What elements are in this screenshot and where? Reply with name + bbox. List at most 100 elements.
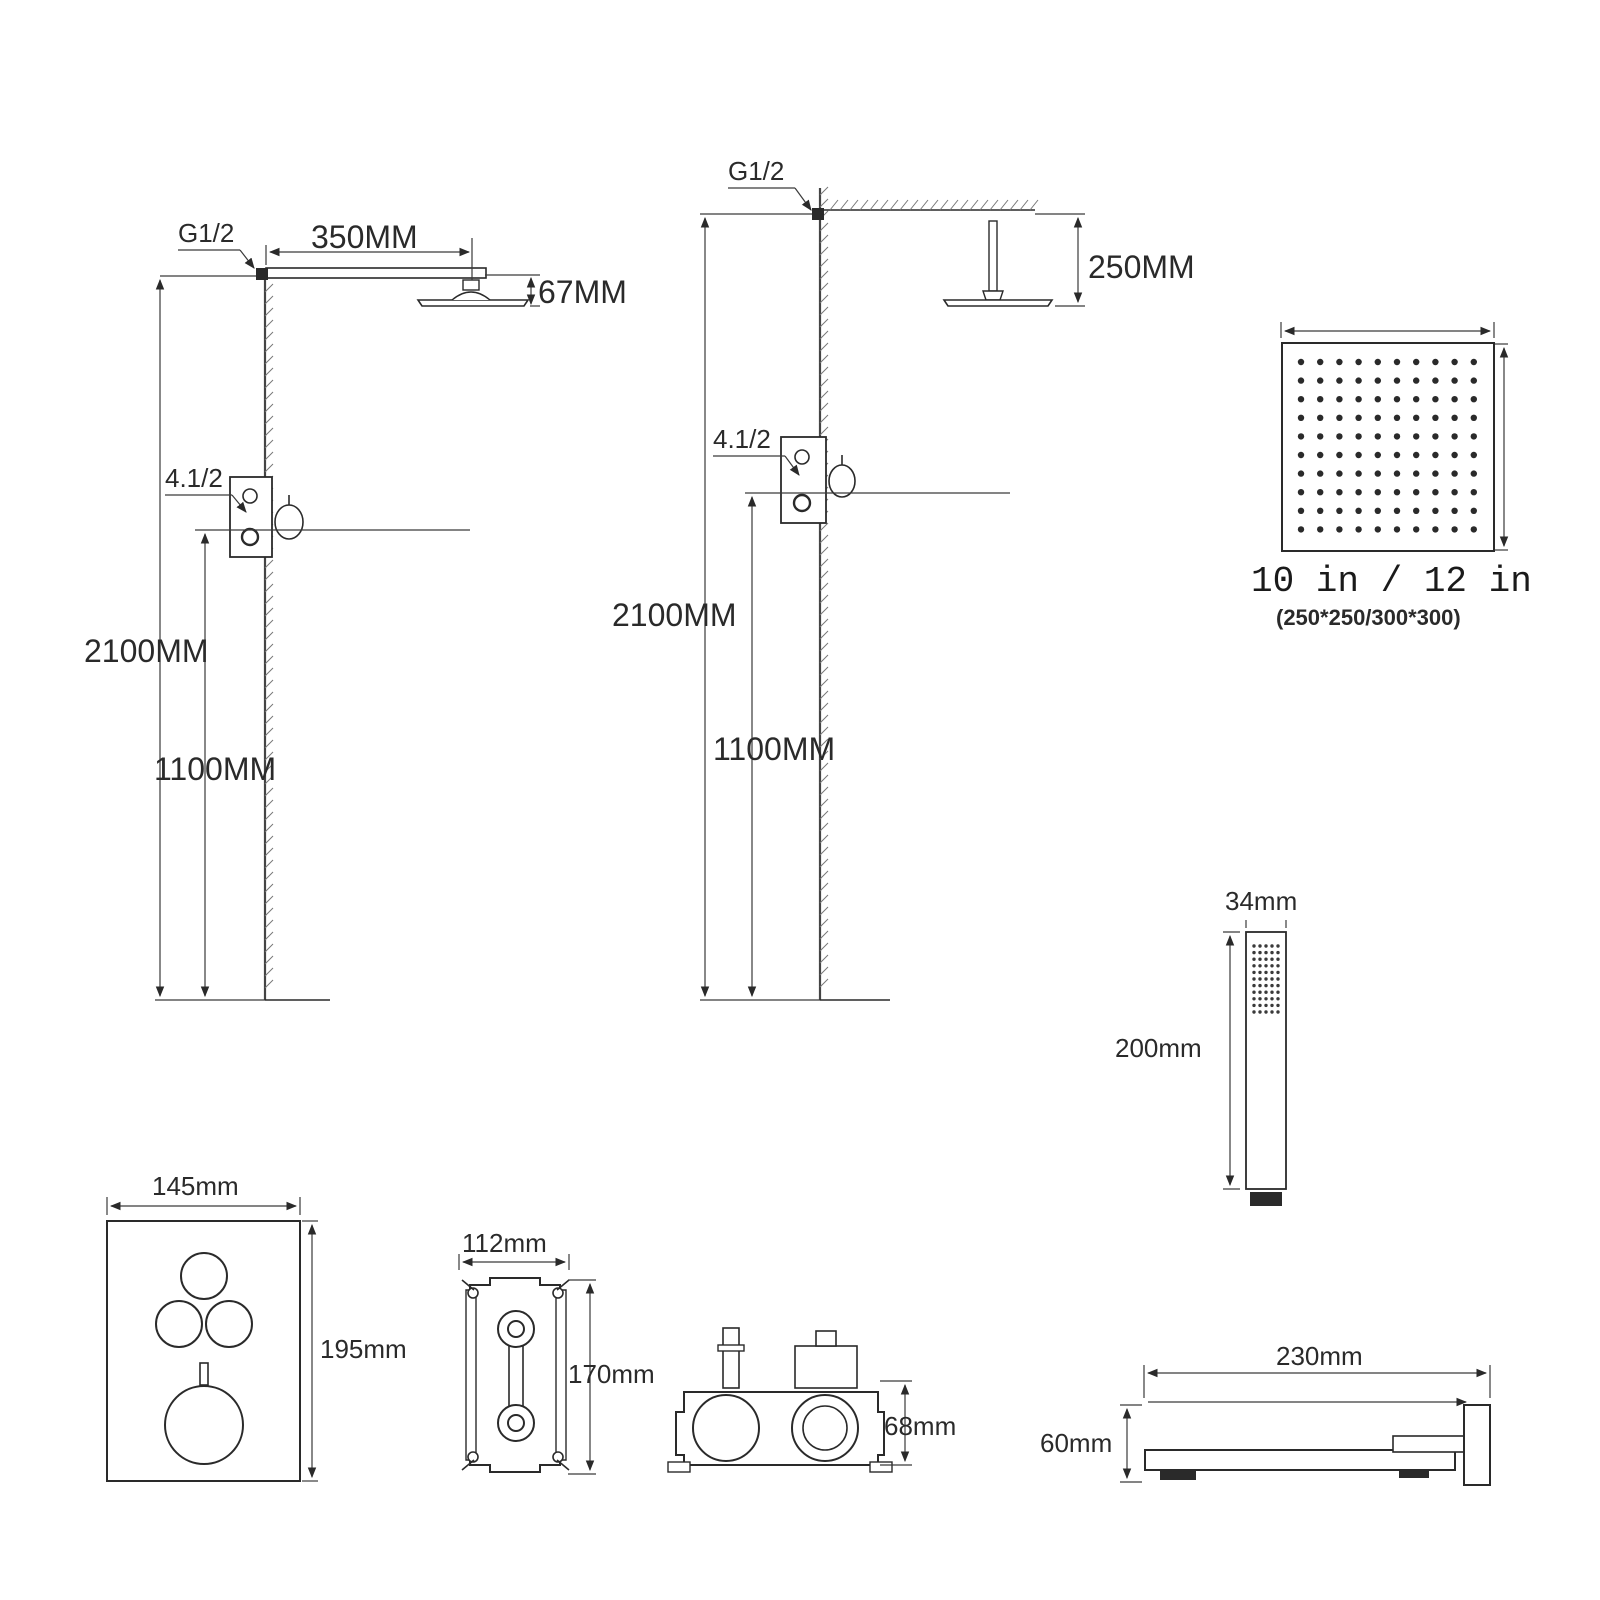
nozzle-dot (1355, 526, 1362, 533)
nozzle-dot (1297, 433, 1305, 440)
nozzle-dot (1297, 414, 1305, 421)
valve-height-label-left: 1100MM (154, 751, 276, 787)
spray-dot (1258, 997, 1262, 1001)
valve-body-side: 68mm (667, 1327, 956, 1473)
nozzle-dot (1413, 396, 1420, 403)
overall-height-label-middle: 2100MM (612, 597, 737, 633)
spray-dot (1252, 983, 1256, 988)
nozzle-dot (1451, 433, 1458, 440)
nozzle-dot (1393, 396, 1401, 403)
nozzle-dot (1413, 358, 1420, 366)
nozzle-dot (1451, 396, 1458, 403)
nozzle-dot (1355, 470, 1362, 477)
nozzle-dot (1336, 470, 1343, 477)
spray-dot (1258, 957, 1262, 961)
mixer-valve-middle (780, 436, 856, 524)
outlet-label-middle: 4.1/2 (713, 424, 771, 454)
nozzle-dot (1336, 451, 1343, 459)
nozzle-dot (1393, 526, 1401, 533)
spray-dot (1252, 957, 1256, 961)
shower-head-size-mm: (250*250/300*300) (1276, 605, 1461, 630)
spray-dot (1270, 964, 1274, 968)
spray-dot (1264, 970, 1268, 975)
wall-middle (818, 186, 1039, 1001)
nozzle-dot (1355, 451, 1362, 459)
nozzle-dot (1451, 358, 1458, 366)
tub-spout: 230mm 60mm (1040, 1341, 1491, 1486)
nozzle-dot (1374, 377, 1382, 384)
spray-dot (1264, 950, 1268, 955)
spray-dot (1258, 990, 1262, 994)
head-height-label: 67MM (538, 274, 627, 310)
nozzle-dot (1336, 507, 1343, 514)
spray-dot (1264, 1010, 1268, 1014)
overall-height-label-left: 2100MM (84, 633, 209, 669)
nozzle-dot (1432, 377, 1439, 384)
nozzle-dot (1355, 358, 1362, 366)
inlet-label-middle: G1/2 (728, 156, 784, 186)
nozzle-dot (1413, 489, 1420, 496)
nozzle-dot (1393, 507, 1401, 514)
spray-dot (1258, 977, 1262, 981)
spray-dot (1270, 983, 1274, 988)
nozzle-dot (1336, 433, 1343, 440)
nozzle-dot (1470, 507, 1478, 514)
nozzle-dot (1336, 377, 1343, 384)
valve-height-label: 170mm (568, 1359, 655, 1389)
nozzle-dot (1470, 358, 1478, 366)
spray-dot (1252, 977, 1256, 981)
nozzle-dot (1470, 451, 1478, 459)
spray-dot (1258, 950, 1262, 955)
ceiling-mount-diagram: 250MM G1/2 4.1/2 2100MM 1100MM (612, 156, 1195, 1001)
nozzle-dot (1297, 526, 1305, 533)
nozzle-dot (1374, 526, 1382, 533)
spray-dot (1264, 997, 1268, 1001)
nozzle-dot (1432, 507, 1439, 514)
nozzle-dot (1297, 489, 1305, 496)
spray-dot (1264, 964, 1268, 968)
nozzle-dot (1393, 358, 1401, 366)
nozzle-dot (1336, 414, 1343, 421)
nozzle-dot (1413, 414, 1420, 421)
nozzle-dot (1336, 358, 1343, 366)
spray-dot (1264, 983, 1268, 988)
panel-height-label: 195mm (320, 1334, 407, 1364)
spray-dot (1252, 1010, 1256, 1014)
spray-dot (1270, 1010, 1274, 1014)
valve-body-front: 112mm 170mm (458, 1228, 655, 1475)
spout-height-label: 60mm (1040, 1428, 1112, 1458)
nozzle-dot (1317, 358, 1324, 366)
spray-dot (1252, 950, 1256, 955)
spray-dot (1276, 990, 1280, 994)
nozzle-dot (1432, 451, 1439, 459)
spray-dot (1270, 950, 1274, 955)
spray-dot (1264, 990, 1268, 994)
wall-left (263, 270, 330, 1001)
ceiling-shower-head (942, 220, 1054, 307)
nozzle-dot (1432, 414, 1439, 421)
nozzle-dot (1374, 451, 1382, 459)
valve-depth-label: 68mm (884, 1411, 956, 1441)
nozzle-dot (1355, 489, 1362, 496)
nozzle-dot (1297, 451, 1305, 459)
nozzle-dot (1374, 470, 1382, 477)
square-shower-head: 10 in / 12 in (250*250/300*300) (1251, 322, 1532, 630)
nozzle-dot (1297, 377, 1305, 384)
mixer-valve-left (229, 476, 304, 558)
nozzle-dot (1317, 433, 1324, 440)
nozzle-dot (1355, 396, 1362, 403)
nozzle-dot (1451, 414, 1458, 421)
nozzle-dot (1413, 507, 1420, 514)
nozzle-dot (1355, 507, 1362, 514)
nozzle-dot (1413, 451, 1420, 459)
nozzle-dot (1317, 470, 1324, 477)
valve-width-label: 112mm (462, 1228, 547, 1258)
spray-dot (1270, 970, 1274, 975)
nozzle-dot (1297, 358, 1305, 366)
spray-dot (1252, 944, 1256, 948)
nozzle-dot (1432, 433, 1439, 440)
hand-shower-width-label: 34mm (1225, 886, 1297, 916)
arm-length-label: 350MM (311, 219, 418, 255)
nozzle-dot (1451, 377, 1458, 384)
